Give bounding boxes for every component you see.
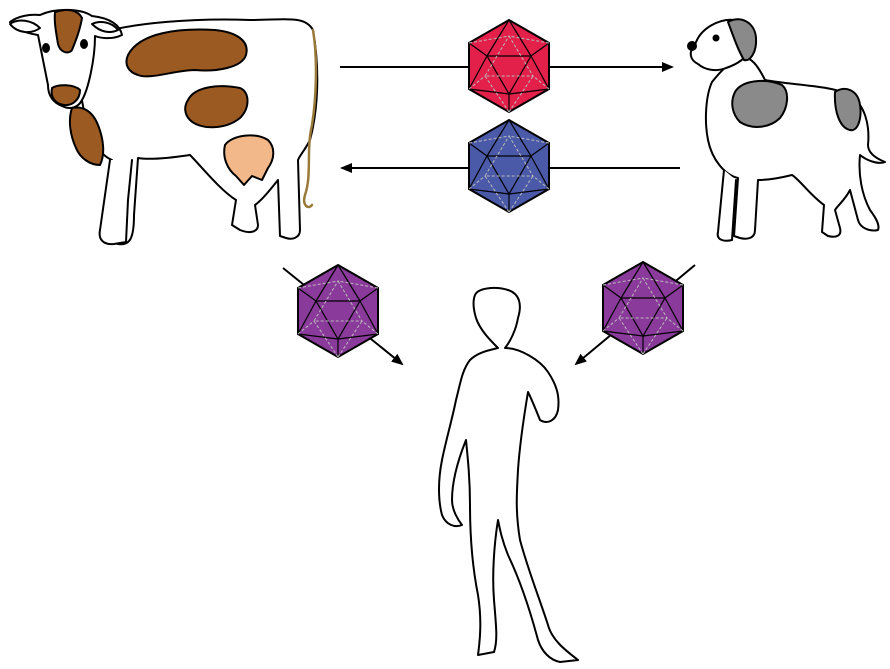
virus-red-icon <box>469 20 549 112</box>
virus-blue-icon <box>469 120 549 212</box>
virus-purple-left-icon <box>298 265 378 357</box>
virus-purple-right-icon <box>603 262 683 354</box>
human-illustration <box>439 288 578 662</box>
cow-illustration <box>10 10 317 244</box>
dog-illustration <box>688 19 885 240</box>
